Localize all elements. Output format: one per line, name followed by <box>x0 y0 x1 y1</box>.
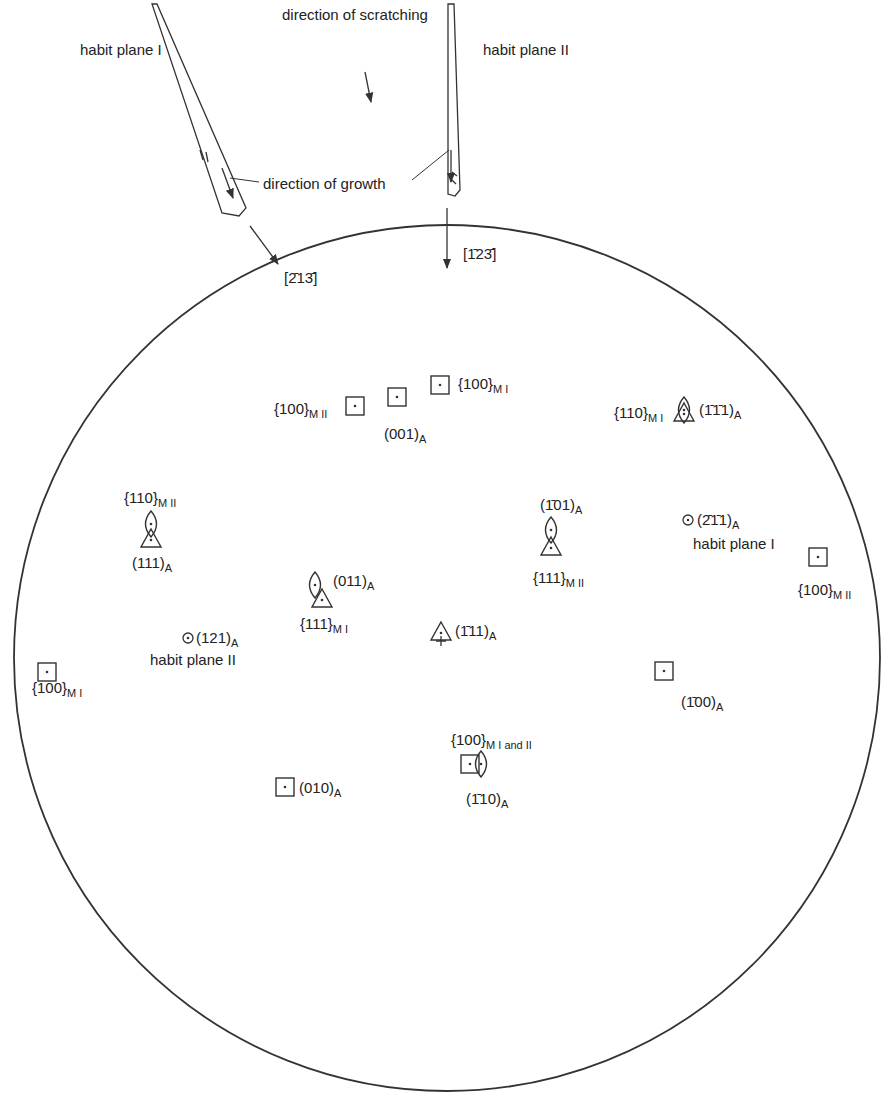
pole-label: (111)A <box>132 555 172 572</box>
pole-label: {110}M I <box>614 405 663 422</box>
pole-label: (121)A <box>196 630 238 647</box>
pole-label: {100}M I and II <box>451 732 532 749</box>
projection-circle <box>14 225 880 1091</box>
pole-label: (1̄10)A <box>466 791 508 808</box>
pole-label: (1̄1̄1)A <box>699 402 741 419</box>
pole-label: (1̄00)A <box>681 694 723 711</box>
pole-label: {110}M II <box>124 490 176 507</box>
pole-label: habit plane II <box>483 42 569 59</box>
pole-label: {100}M II <box>274 401 327 418</box>
pole-label: {100}M I <box>458 376 508 393</box>
pole-label: (010)A <box>299 780 341 797</box>
pole-symbols <box>38 376 827 796</box>
pole-label: (1̄11)A <box>455 623 496 640</box>
pole-label: habit plane II <box>150 652 236 669</box>
pole-label: (1̄01)A <box>540 497 582 514</box>
pole-label: direction of growth <box>263 176 386 193</box>
pole-label: [2̄13̄] <box>284 270 317 287</box>
pole-label: {100}M I <box>32 680 82 697</box>
pole-label: habit plane I <box>80 42 162 59</box>
pole-label: direction of scratching <box>282 7 428 24</box>
pole-label: {100}M II <box>798 582 851 599</box>
pole-label: (011)A <box>333 573 374 590</box>
pole-label: (2̄1̄1)A <box>697 512 739 529</box>
martensite-needles <box>152 4 460 216</box>
pole-label: habit plane I <box>693 536 775 553</box>
arrows <box>222 72 451 268</box>
pole-label: {111}M I <box>300 616 348 633</box>
pole-label: (001)A <box>384 426 426 443</box>
pole-label: [1̄23̄] <box>463 246 496 263</box>
pole-label: {111}M II <box>533 570 584 587</box>
